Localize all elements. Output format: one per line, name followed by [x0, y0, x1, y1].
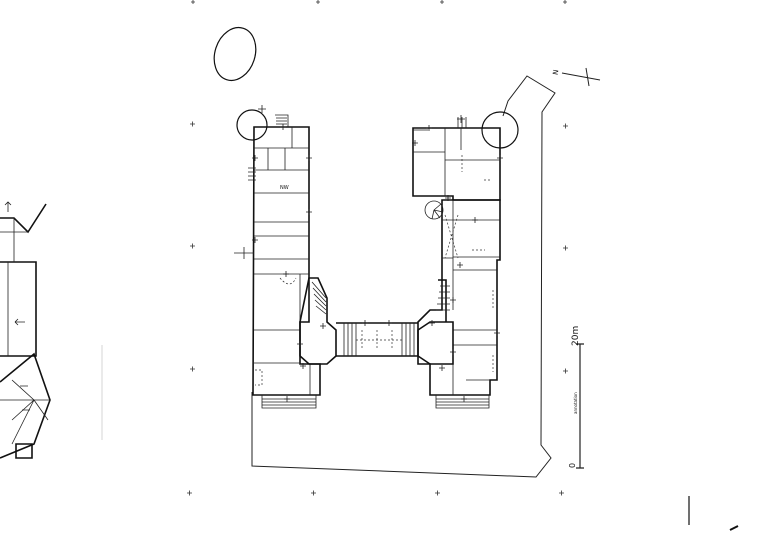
edge-mark	[729, 525, 739, 531]
room-marker-label: NW	[280, 185, 289, 191]
site-boundary	[251, 75, 556, 478]
scale-bar-end-label: 20m	[571, 326, 581, 346]
west-wing: NW	[234, 109, 321, 409]
scale-bar-start-label: 0	[568, 463, 577, 468]
west-stair-tower	[299, 277, 337, 365]
east-wing	[412, 111, 519, 409]
north-arrow: N	[552, 67, 601, 87]
east-stair-tower	[417, 279, 454, 365]
north-arrow-label: N	[552, 69, 561, 76]
scale-bar: 20m 0 annotation	[568, 326, 584, 469]
door-marks	[252, 105, 503, 402]
oval-feature	[213, 26, 257, 82]
adjacent-building-fragment	[0, 201, 51, 459]
connecting-gallery	[336, 322, 418, 357]
registration-marks	[187, 0, 568, 496]
scale-bar-caption: annotation	[573, 392, 578, 414]
